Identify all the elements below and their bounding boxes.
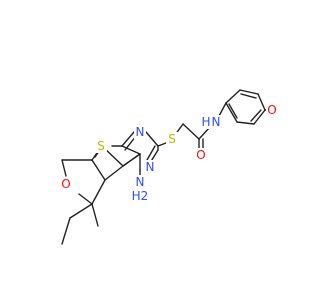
amide-nitrogen-label: N <box>212 115 221 129</box>
methoxy-oxygen-label: O <box>267 103 276 117</box>
amine-hydrogen-label: H2 <box>132 189 149 203</box>
atom-label-layer: O S N N N H2 S O H N O <box>61 103 278 203</box>
molecule-diagram: O S N N N H2 S O H N O <box>0 0 300 300</box>
ring-nitrogen-1-label: N <box>136 125 145 139</box>
diagram-background <box>0 0 300 300</box>
thiophene-sulfur-label: S <box>97 139 105 153</box>
ring-nitrogen-3-label: N <box>146 160 155 174</box>
bond <box>145 131 159 147</box>
bond <box>236 121 255 125</box>
atom-background <box>266 103 278 117</box>
bond-layer <box>61 89 272 245</box>
bond <box>225 89 241 104</box>
bond <box>250 109 262 122</box>
atom-background <box>166 132 178 146</box>
atom-background <box>144 160 156 174</box>
bond <box>239 89 259 95</box>
bond <box>61 217 71 245</box>
atom-background <box>95 139 107 153</box>
bond <box>257 93 266 111</box>
atom-background <box>195 148 207 162</box>
bond <box>121 145 141 155</box>
bond <box>91 159 106 181</box>
bond <box>225 102 238 123</box>
carbonyl-oxygen-label: O <box>196 148 205 162</box>
bond <box>182 123 200 140</box>
bond <box>218 102 227 117</box>
bond <box>91 179 106 205</box>
bond <box>240 93 257 99</box>
bond <box>121 131 135 147</box>
thioether-sulfur-label: S <box>168 132 176 146</box>
bond <box>78 193 93 205</box>
bond <box>91 203 99 227</box>
atom-background <box>203 115 221 129</box>
pyran-oxygen-label: O <box>61 177 70 191</box>
bond <box>157 142 167 147</box>
amide-hydrogen-label: H <box>201 115 210 129</box>
atom-background <box>134 125 146 139</box>
amine-nitrogen-label: N <box>136 175 145 189</box>
atom-background <box>61 177 73 191</box>
bond <box>146 145 156 161</box>
bond <box>122 153 141 167</box>
bond <box>61 159 67 177</box>
bond <box>69 203 93 219</box>
atom-background <box>134 175 146 189</box>
bond <box>104 165 124 181</box>
bond <box>228 103 238 119</box>
bond <box>253 109 266 125</box>
